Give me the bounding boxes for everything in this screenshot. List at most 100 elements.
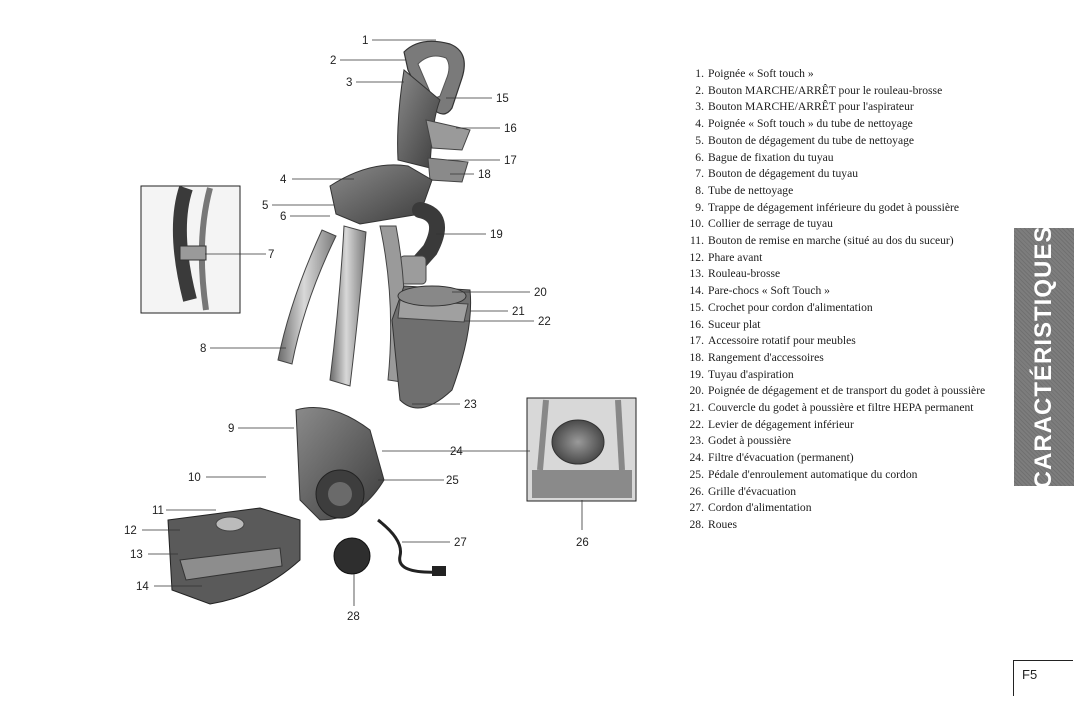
legend-text: Trappe de dégagement inférieure du godet… [708, 200, 960, 214]
legend-text: Bouton MARCHE/ARRÊT pour le rouleau-bros… [708, 83, 943, 97]
legend-number: 9. [695, 200, 704, 214]
legend-item: 7. Bouton de dégagement du tuyau [682, 166, 1002, 183]
page-number: F5 [1022, 667, 1038, 682]
legend-number: 2. [695, 83, 704, 97]
legend-item: 28.Roues [682, 517, 1002, 534]
legend-text: Bouton de remise en marche (situé au dos… [708, 234, 954, 248]
legend-number: 27. [689, 501, 705, 515]
legend-item: 23.Godet à poussière [682, 433, 1002, 450]
callout-13: 13 [130, 549, 143, 561]
legend-item: 25.Pédale d'enroulement automatique du c… [682, 467, 1002, 484]
legend-number: 21. [689, 401, 705, 415]
legend-number: 18. [689, 350, 705, 364]
legend-number: 5. [695, 133, 704, 147]
callout-17: 17 [504, 155, 517, 167]
legend-number: 28. [689, 517, 705, 531]
legend-item: 10.Collier de serrage de tuyau [682, 216, 1002, 233]
legend-item: 2. Bouton MARCHE/ARRÊT pour le rouleau-br… [682, 83, 1002, 100]
legend-item: 19.Tuyau d'aspiration [682, 367, 1002, 384]
legend-number: 12. [689, 250, 705, 264]
callout-27: 27 [454, 537, 467, 549]
callout-25: 25 [446, 475, 459, 487]
legend-item: 27.Cordon d'alimentation [682, 500, 1002, 517]
legend-text: Rangement d'accessoires [708, 350, 824, 364]
legend-number: 20. [689, 384, 705, 398]
legend-text: Poignée de dégagement et de transport du… [708, 384, 986, 398]
legend-number: 6. [695, 150, 704, 164]
callout-24: 24 [450, 446, 463, 458]
legend-item: 11.Bouton de remise en marche (situé au … [682, 233, 1002, 250]
legend-text: Collier de serrage de tuyau [708, 217, 833, 231]
legend-text: Phare avant [708, 250, 763, 264]
legend-number: 24. [689, 451, 705, 465]
legend-text: Crochet pour cordon d'alimentation [708, 300, 873, 314]
legend-number: 14. [689, 284, 705, 298]
legend-number: 22. [689, 417, 705, 431]
parts-legend: 1.Poignée « Soft touch » 2. Bouton MARCHE… [682, 66, 1002, 534]
legend-text: Tuyau d'aspiration [708, 367, 794, 381]
callout-10: 10 [188, 472, 201, 484]
legend-text: Rouleau-brosse [708, 267, 781, 281]
callout-15: 15 [496, 93, 509, 105]
callout-4: 4 [280, 174, 287, 186]
inset-hose-detail [140, 185, 241, 314]
callout-1: 1 [362, 35, 368, 47]
legend-text: Roues [708, 517, 737, 531]
legend-number: 25. [689, 467, 705, 481]
legend-text: Pare-chocs « Soft Touch » [708, 284, 830, 298]
legend-item: 9. Trappe de dégagement inférieure du god… [682, 200, 1002, 217]
legend-number: 15. [689, 300, 705, 314]
legend-item: 16.Suceur plat [682, 317, 1002, 334]
callout-11: 11 [152, 505, 164, 517]
legend-text: Levier de dégagement inférieur [708, 417, 854, 431]
legend-item: 1.Poignée « Soft touch » [682, 66, 1002, 83]
page-number-rule [1013, 660, 1073, 661]
legend-text: Poignée « Soft touch » [708, 67, 814, 80]
page-number-rule-vertical [1013, 660, 1014, 696]
section-tab: CARACTÉRISTIQUES [1014, 225, 1074, 489]
legend-number: 4. [695, 117, 704, 131]
legend-item: 17.Accessoire rotatif pour meubles [682, 333, 1002, 350]
legend-item: 3.Bouton MARCHE/ARRÊT pour l'aspirateur [682, 99, 1002, 116]
callout-26: 26 [576, 537, 589, 549]
callout-3: 3 [346, 77, 352, 89]
legend-number: 17. [689, 334, 705, 348]
callout-numbers: 1 2 3 15 16 17 18 4 5 6 7 19 8 20 21 22 … [124, 35, 589, 623]
legend-text: Suceur plat [708, 317, 761, 331]
callout-8: 8 [200, 343, 206, 355]
legend-text: Poignée « Soft touch » du tube de nettoy… [708, 117, 913, 131]
callout-5: 5 [262, 200, 268, 212]
legend-text: Accessoire rotatif pour meubles [708, 334, 856, 348]
legend-item: 18.Rangement d'accessoires [682, 350, 1002, 367]
callout-2: 2 [330, 55, 336, 67]
callout-28: 28 [347, 611, 360, 623]
callout-14: 14 [136, 581, 149, 593]
legend-text: Couvercle du godet à poussière et filtre… [708, 401, 974, 415]
callout-6: 6 [280, 211, 286, 223]
legend-item: 15.Crochet pour cordon d'alimentation [682, 300, 1002, 317]
legend-item: 6.Bague de fixation du tuyau [682, 150, 1002, 167]
callout-12: 12 [124, 525, 137, 537]
vacuum-illustration [167, 40, 472, 605]
section-tab-label: CARACTÉRISTIQUES [1030, 225, 1057, 489]
legend-number: 7. [695, 167, 704, 181]
legend-item: 4. Poignée « Soft touch » du tube de nett… [682, 116, 1002, 133]
legend-text: Filtre d'évacuation (permanent) [708, 451, 854, 465]
callout-16: 16 [504, 123, 517, 135]
callout-21: 21 [512, 306, 525, 318]
legend-number: 10. [689, 217, 705, 231]
legend-text: Tube de nettoyage [708, 183, 794, 197]
callout-9: 9 [228, 423, 234, 435]
legend-text: Cordon d'alimentation [708, 501, 812, 515]
callout-22: 22 [538, 316, 551, 328]
legend-number: 16. [689, 317, 705, 331]
legend-number: 23. [689, 434, 705, 448]
callout-19: 19 [490, 229, 503, 241]
legend-item: 13.Rouleau-brosse [682, 266, 1002, 283]
legend-number: 13. [689, 267, 705, 281]
legend-number: 19. [689, 367, 705, 381]
legend-text: Bouton de dégagement du tuyau [708, 167, 859, 181]
leader-lines [142, 39, 583, 606]
page-number-box: F5 [1013, 660, 1073, 696]
